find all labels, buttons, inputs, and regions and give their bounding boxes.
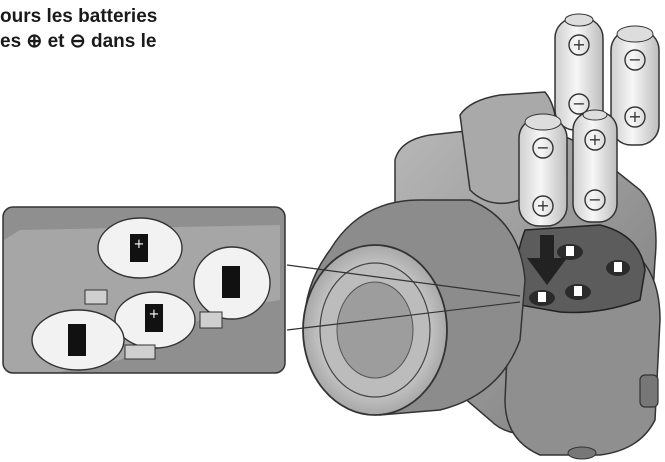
minus-symbol: − xyxy=(536,138,549,157)
battery-1: + − xyxy=(554,13,604,131)
svg-text:+: + xyxy=(149,307,160,322)
minus-symbol: − xyxy=(588,190,601,209)
battery-2: − + xyxy=(610,25,660,146)
svg-text:+: + xyxy=(134,237,145,252)
plus-symbol: + xyxy=(588,130,601,149)
minus-symbol: − xyxy=(628,50,641,69)
instruction-line-1: ours les batteries xyxy=(0,6,158,27)
instruction-text: ours les batteries es ⊕ et ⊖ dans le xyxy=(0,4,250,54)
lens xyxy=(302,199,526,416)
callout-lines xyxy=(286,264,521,331)
plus-symbol: + xyxy=(572,35,585,54)
instruction-line-2: es ⊕ et ⊖ dans le xyxy=(0,31,157,52)
battery-3: − + xyxy=(518,113,568,227)
slot-marker-3: + xyxy=(145,304,163,332)
minus-symbol: − xyxy=(572,94,585,113)
zoom-inset: + + xyxy=(2,206,286,374)
compartment-slots xyxy=(529,244,630,306)
insert-arrow-icon xyxy=(527,235,567,285)
slot-marker-1: + xyxy=(130,234,148,262)
plus-symbol: + xyxy=(536,196,549,215)
slot-marker-4 xyxy=(68,324,86,356)
battery-4: + − xyxy=(572,109,618,223)
slot-marker-2 xyxy=(222,266,240,298)
plus-symbol: + xyxy=(628,107,641,126)
